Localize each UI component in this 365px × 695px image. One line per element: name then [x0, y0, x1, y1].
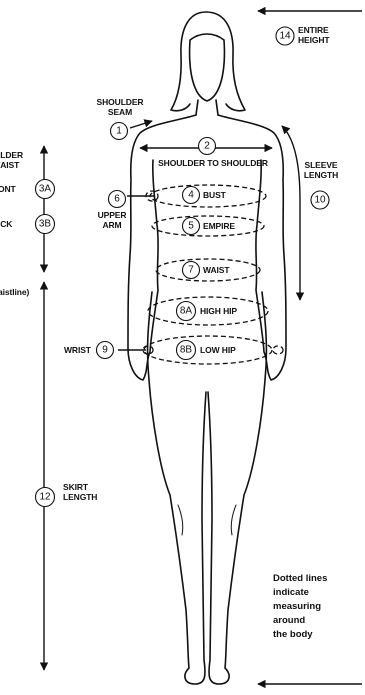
- note-line-4: around: [273, 615, 305, 626]
- note-line-1: Dotted lines: [273, 573, 327, 584]
- entire-height-label-1: ENTIRE: [298, 25, 329, 35]
- marker-2: 2: [204, 141, 210, 152]
- low-hip-label: LOW HIP: [200, 345, 236, 355]
- knee-marks: [178, 505, 236, 535]
- skirt-length-label-2: LENGTH: [63, 492, 97, 502]
- note-line-2: indicate: [273, 587, 309, 598]
- marker-8a: 8A: [180, 306, 193, 317]
- right-body-outline: [218, 115, 286, 380]
- marker-numbers: 14 1 2 10 3A 3B 6 4 5 7 8A 8B 9 12: [39, 31, 326, 503]
- cut-shoulder-waist-label-1: ILDER: [0, 150, 23, 160]
- dotted-lines-note: Dotted lines indicate measuring around t…: [273, 573, 327, 640]
- marker-14: 14: [279, 31, 291, 42]
- shoulder-to-shoulder-label: SHOULDER TO SHOULDER: [158, 158, 268, 168]
- marker-7: 7: [188, 265, 194, 276]
- shoulder-seam-pointer: [130, 121, 152, 128]
- marker-3a: 3A: [39, 184, 52, 195]
- marker-8b: 8B: [180, 345, 193, 356]
- right-wrist-ellipse: [273, 346, 283, 354]
- marker-6: 6: [114, 194, 120, 205]
- wrist-label: WRIST: [64, 345, 92, 355]
- marker-3b: 3B: [39, 219, 52, 230]
- cut-waistline-label: aistline): [0, 287, 29, 297]
- cut-front-label: ONT: [0, 184, 17, 194]
- sleeve-length-label-1: SLEEVE: [305, 160, 338, 170]
- bust-label: BUST: [203, 190, 227, 200]
- hair-outline: [171, 12, 245, 111]
- note-line-3: measuring: [273, 601, 321, 612]
- cut-back-label: ICK: [0, 219, 13, 229]
- shoulder-seam-label-2: SEAM: [108, 107, 132, 117]
- upper-arm-label-1: UPPER: [98, 210, 127, 220]
- cut-shoulder-waist-label-2: /AIST: [0, 160, 20, 170]
- empire-label: EMPIRE: [203, 221, 235, 231]
- note-line-5: the body: [273, 629, 313, 640]
- face-outline: [190, 34, 225, 101]
- skirt-length-label-1: SKIRT: [63, 482, 89, 492]
- high-hip-label: HIGH HIP: [200, 306, 237, 316]
- measurement-labels: ENTIRE HEIGHT SHOULDER SEAM SHOULDER TO …: [0, 25, 338, 502]
- sleeve-length-label-2: LENGTH: [304, 170, 338, 180]
- upper-arm-label-2: ARM: [102, 220, 121, 230]
- entire-height-label-2: HEIGHT: [298, 35, 330, 45]
- shoulder-seam-label-1: SHOULDER: [97, 97, 144, 107]
- marker-1: 1: [116, 126, 122, 137]
- marker-5: 5: [188, 221, 194, 232]
- neck-outline: [196, 100, 218, 115]
- marker-10: 10: [314, 195, 326, 206]
- marker-4: 4: [188, 190, 194, 201]
- marker-9: 9: [102, 345, 108, 356]
- waist-label: WAIST: [203, 265, 230, 275]
- marker-12: 12: [39, 492, 51, 503]
